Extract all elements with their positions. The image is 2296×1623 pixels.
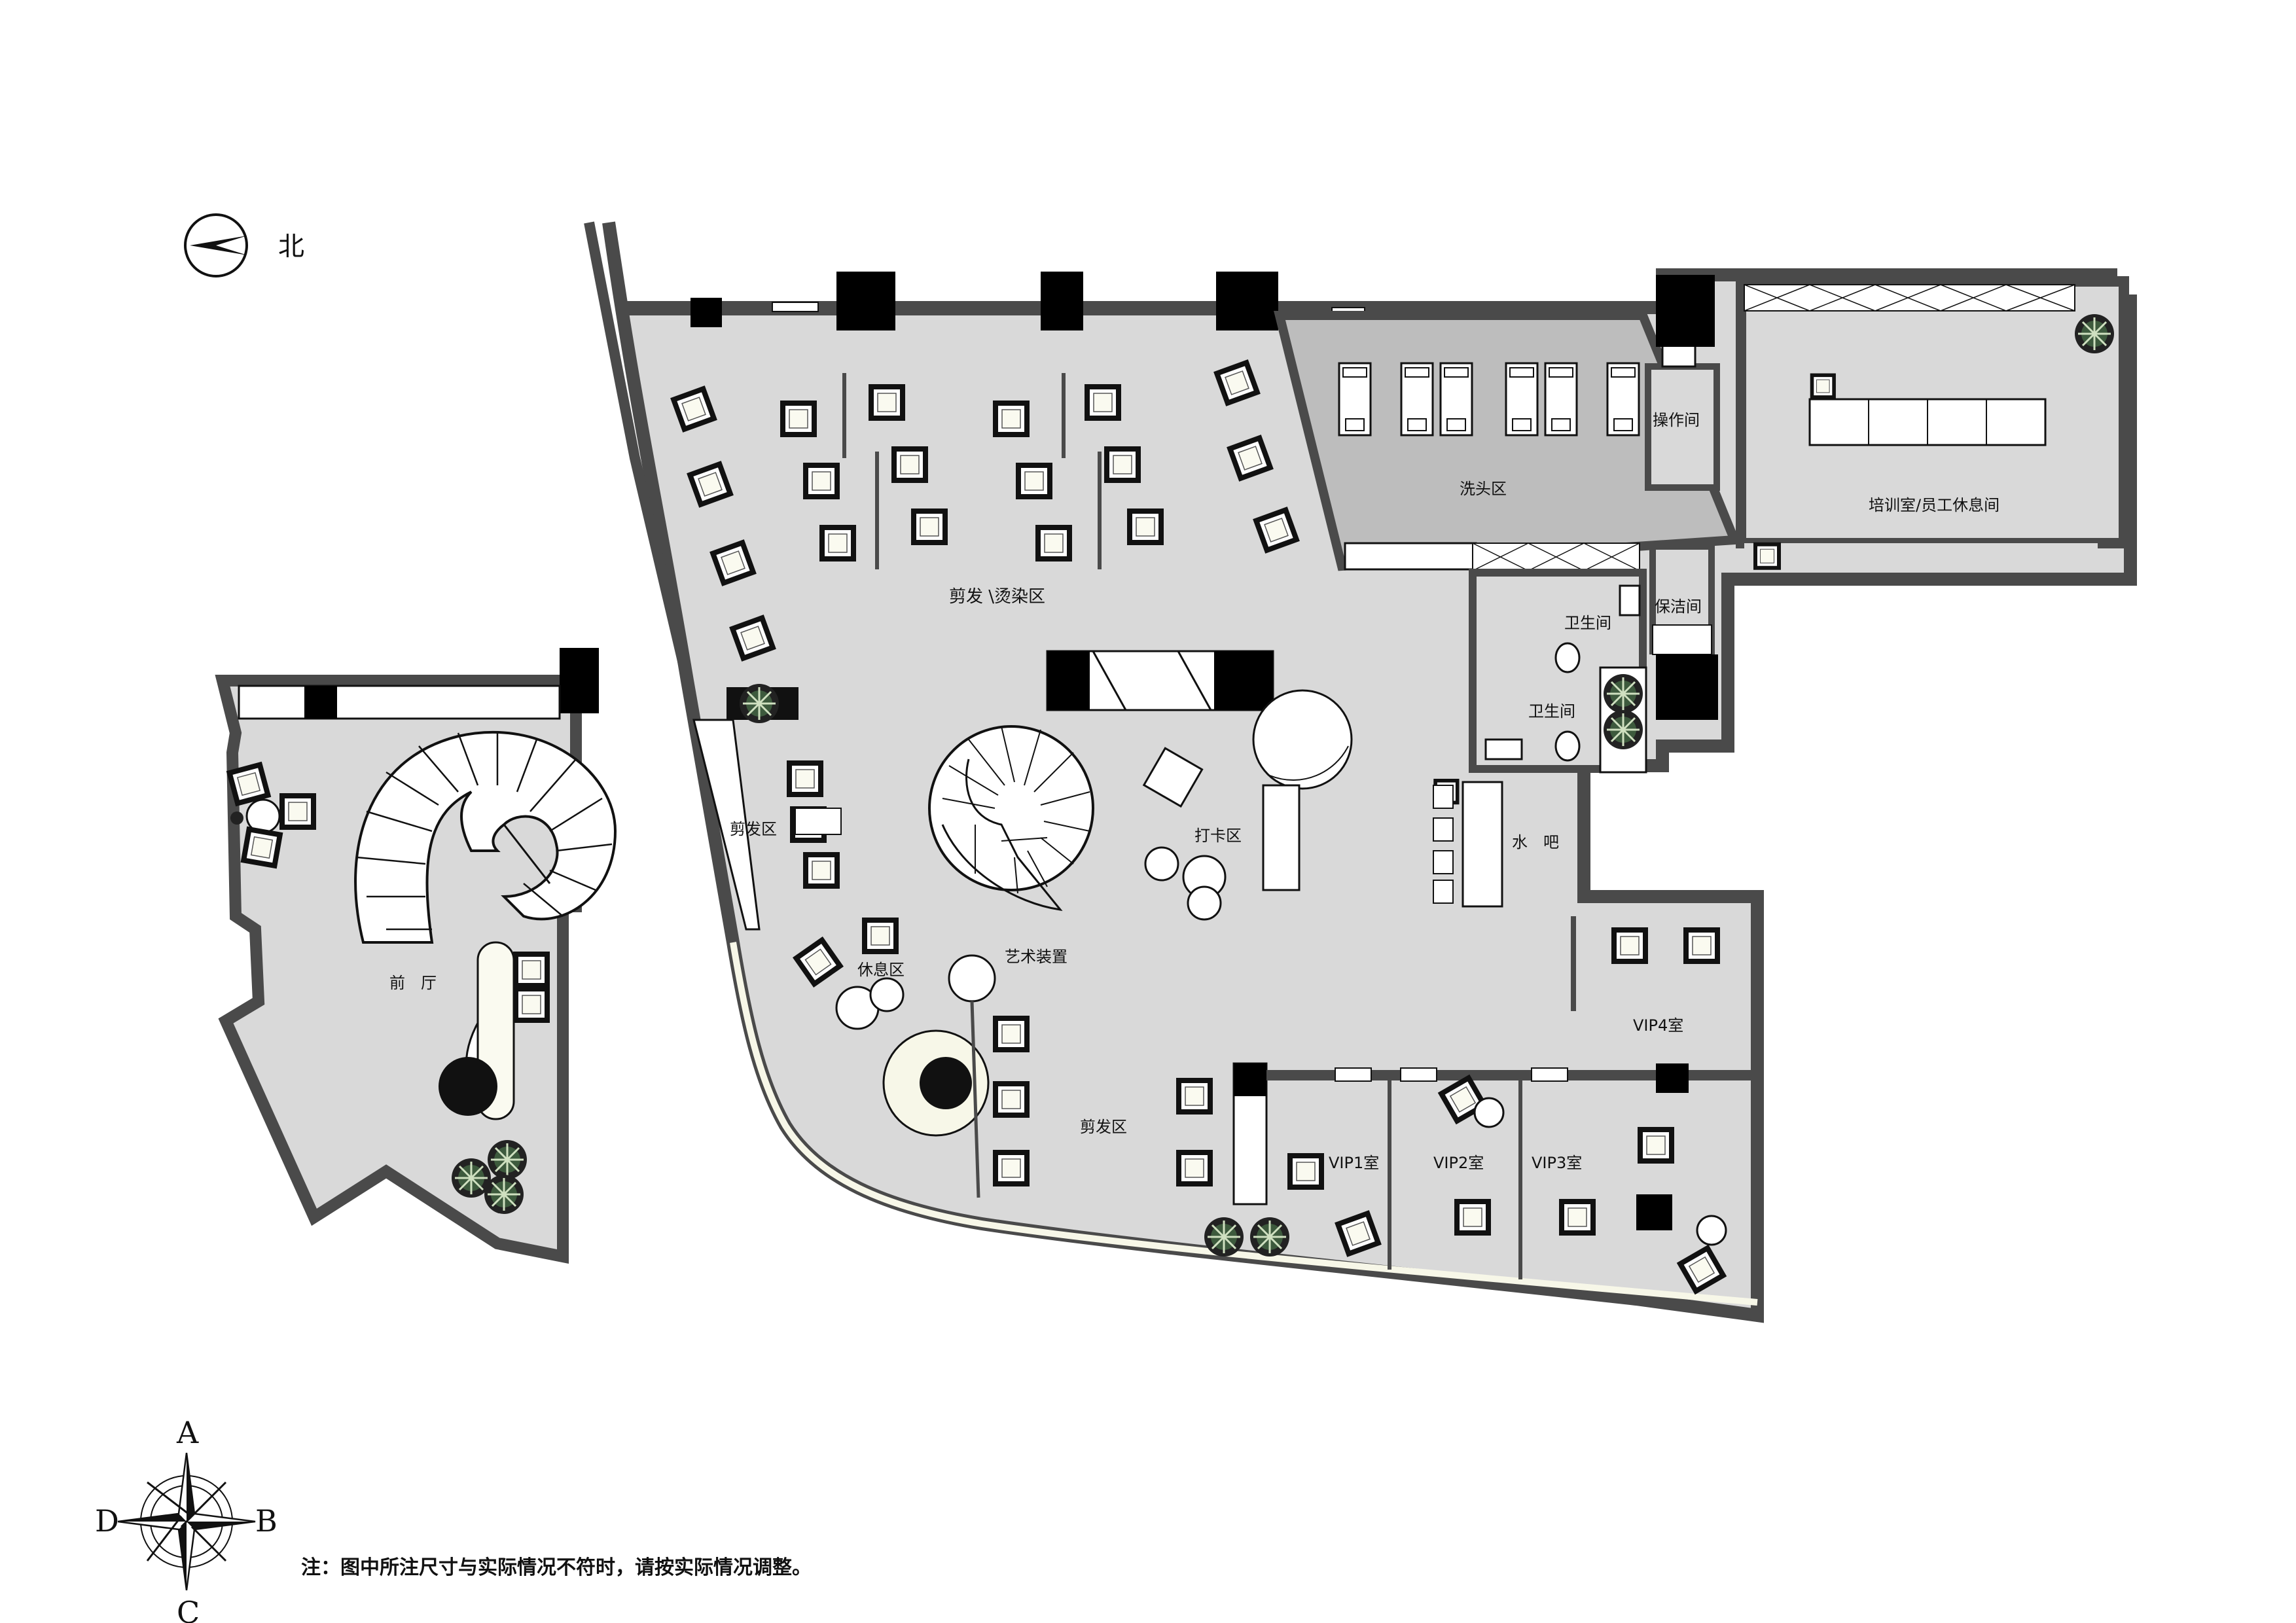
spiral-stair-front (354, 730, 617, 944)
cut-bottom-label: 剪发区 (1080, 1118, 1127, 1136)
wc1-label: 卫生间 (1564, 614, 1611, 632)
north-arrow-icon (190, 236, 247, 255)
column (1656, 1063, 1689, 1093)
column (1656, 654, 1718, 720)
art-label: 艺术装置 (1005, 948, 1067, 966)
main-building: 洗头区 操作间 培训室/员工休息间 卫生间 卫生间 保洁间 (584, 221, 2137, 1323)
wash-label: 洗头区 (1460, 480, 1507, 498)
wall-mirror (692, 719, 761, 931)
reception-counter (238, 685, 561, 720)
vip3-label: VIP3室 (1532, 1154, 1582, 1172)
round-column (920, 1057, 972, 1109)
north-label: 北 (278, 232, 304, 262)
vip-divider (1388, 1073, 1391, 1270)
washbasin (1619, 584, 1641, 616)
compass-rose: A B C D (95, 1415, 278, 1623)
operation-room (1645, 363, 1720, 491)
column (1041, 272, 1083, 330)
round-column (439, 1057, 497, 1116)
cut-dye-label: 剪发 \烫染区 (949, 587, 1045, 607)
front-hall-label: 前 厅 (389, 974, 437, 992)
compass-c: C (177, 1595, 200, 1623)
column (1636, 1194, 1672, 1230)
cube-seat (1142, 747, 1204, 808)
cut-left-label: 剪发区 (730, 820, 777, 838)
wc2-label: 卫生间 (1528, 702, 1575, 721)
art-piece (948, 954, 996, 1003)
cleaning-label: 保洁间 (1655, 597, 1702, 616)
round-table (869, 977, 905, 1012)
washbasin (1484, 738, 1523, 760)
vip-divider (1518, 1073, 1522, 1279)
stool (1187, 885, 1222, 921)
column (304, 686, 337, 719)
cabinet-row (1744, 284, 2075, 312)
toilet (1554, 642, 1581, 673)
window (772, 302, 819, 312)
toilet (1554, 730, 1581, 762)
vip1-label: VIP1室 (1329, 1154, 1379, 1172)
compass-d: D (95, 1503, 119, 1539)
rest-label: 休息区 (857, 961, 905, 979)
training-label: 培训室/员工休息间 (1869, 496, 2000, 514)
vip4-label: VIP4室 (1633, 1016, 1683, 1035)
round-pillar (1252, 689, 1353, 790)
training-chairs (1809, 372, 1837, 400)
water-bar-label: 水 吧 (1512, 833, 1559, 851)
vip2-label: VIP2室 (1433, 1154, 1484, 1172)
partition (1571, 916, 1576, 1011)
north-arrow: 北 (184, 213, 304, 277)
column (1216, 272, 1278, 330)
compass-b: B (255, 1503, 278, 1539)
checkin-label: 打卡区 (1194, 827, 1242, 845)
column (560, 648, 599, 713)
operation-label: 操作间 (1653, 411, 1700, 429)
spiral-stair-main (928, 725, 1094, 912)
plant-icon (230, 812, 243, 825)
training-room (1736, 276, 2129, 548)
counter (1344, 542, 1477, 571)
column (691, 298, 722, 327)
column (1214, 651, 1273, 710)
bench (1262, 784, 1300, 891)
column (1047, 651, 1090, 710)
column (1234, 1063, 1266, 1096)
compass-a: A (176, 1415, 199, 1450)
stool (1144, 846, 1179, 882)
column (836, 272, 895, 330)
column (1656, 275, 1715, 347)
training-chairs-row (1753, 542, 1782, 571)
bar-counter (1462, 781, 1503, 908)
front-hall-building: 前 厅 (215, 648, 617, 1264)
footnote: 注：图中所注尺寸与实际情况不符时，请按实际情况调整。 (301, 1556, 812, 1579)
